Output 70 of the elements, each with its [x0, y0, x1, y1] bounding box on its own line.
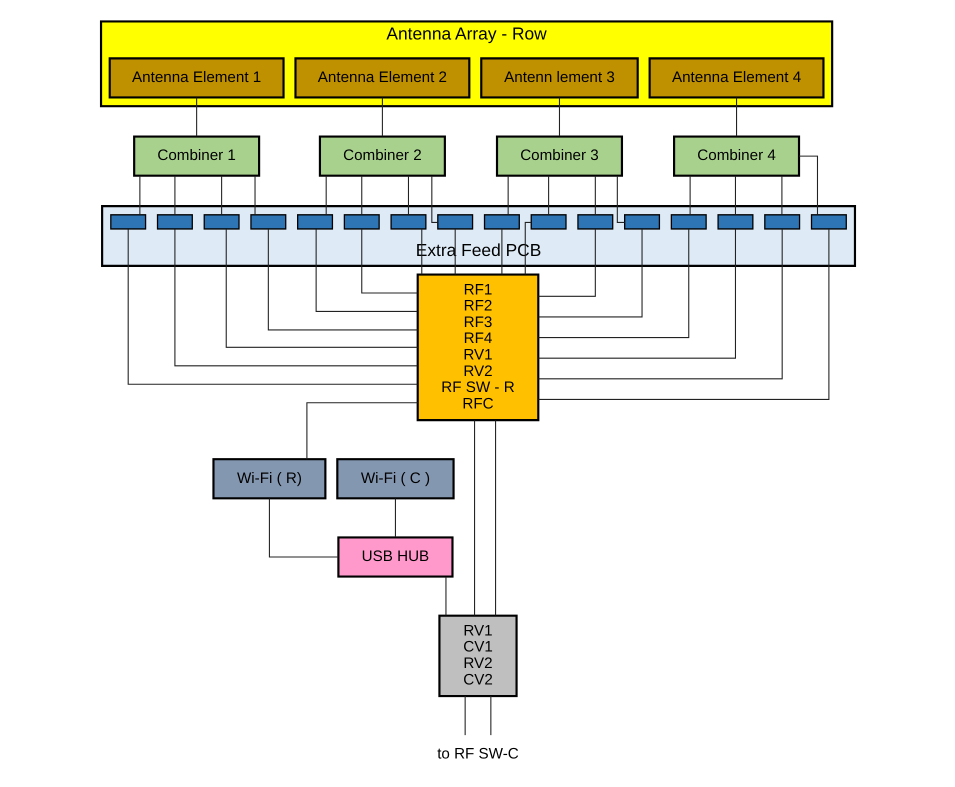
- connector: [196, 98, 197, 136]
- connector: [254, 176, 256, 215]
- node-box: [670, 214, 706, 230]
- node-box: [530, 214, 566, 230]
- connector: [268, 498, 338, 558]
- connector: [689, 176, 690, 215]
- node-box: Antenna Element 4: [648, 57, 824, 99]
- node-box: [810, 214, 846, 230]
- node-box: Antenna Element 1: [108, 57, 284, 99]
- node-box: RV1 CV1 RV2 CV2: [438, 614, 518, 698]
- node-box: [390, 214, 426, 230]
- connector: [558, 98, 560, 136]
- node-box: [156, 214, 192, 230]
- connector: [736, 98, 737, 136]
- connector: [538, 229, 829, 400]
- connector: [381, 98, 382, 136]
- connector: [734, 176, 736, 215]
- connector: [507, 176, 508, 215]
- connector: [174, 176, 175, 215]
- node-box: [110, 214, 146, 230]
- node-box: [483, 214, 520, 230]
- connector: [360, 176, 362, 215]
- node-text: to RF SW-C: [436, 746, 518, 763]
- connector: [594, 176, 596, 215]
- node-box: Combiner 1: [132, 136, 260, 177]
- connector: [490, 696, 491, 736]
- connector: [430, 176, 438, 223]
- node-box: Wi-Fi ( R): [212, 458, 326, 500]
- connector: [360, 228, 417, 294]
- connector: [464, 696, 466, 736]
- connector: [538, 229, 736, 359]
- node-box: Wi-Fi ( C ): [336, 458, 454, 500]
- connector: [616, 176, 624, 223]
- node-box: [296, 214, 333, 230]
- connector: [407, 176, 409, 215]
- node-box: [764, 214, 800, 230]
- node-box: [436, 214, 473, 230]
- node-box: Antenn lement 3: [480, 57, 638, 99]
- node-box: [343, 214, 380, 230]
- connector: [174, 229, 417, 366]
- node-box: Antenna Element 2: [294, 57, 470, 99]
- connector: [220, 176, 222, 215]
- connector: [225, 228, 418, 348]
- node-box: Combiner 4: [672, 136, 800, 177]
- connector: [325, 176, 326, 215]
- connector: [306, 402, 418, 460]
- connector: [494, 420, 496, 616]
- connector: [138, 176, 140, 215]
- connector: [798, 156, 818, 214]
- connector: [538, 229, 689, 338]
- connector: [538, 229, 642, 318]
- node-box: USB HUB: [336, 536, 454, 578]
- node-box: Combiner 3: [495, 136, 623, 177]
- connector: [474, 420, 475, 616]
- connector: [315, 229, 417, 312]
- connector: [267, 228, 418, 330]
- node-box: [624, 214, 660, 230]
- connector: [538, 229, 596, 297]
- node-box: Combiner 2: [318, 136, 446, 177]
- connector: [394, 498, 396, 537]
- node-box: RF1 RF2 RF3 RF4 RV1 RV2 RF SW - R RFC: [416, 273, 539, 422]
- connector: [548, 176, 549, 215]
- node-box: [576, 214, 613, 230]
- node-box: [250, 214, 286, 230]
- node-box: [716, 214, 753, 230]
- connector: [444, 577, 446, 616]
- connector: [780, 176, 782, 215]
- connector: [127, 229, 417, 385]
- node-box: [203, 214, 240, 230]
- connector: [538, 229, 782, 380]
